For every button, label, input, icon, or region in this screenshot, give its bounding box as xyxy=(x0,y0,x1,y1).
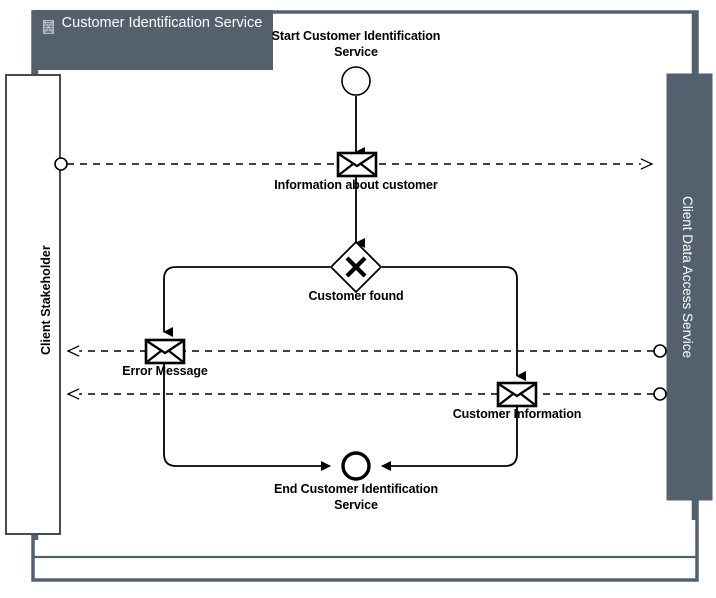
start-event[interactable] xyxy=(341,66,371,96)
service-collaboration-icon xyxy=(43,20,54,34)
end-event[interactable] xyxy=(341,451,371,481)
message-event-customer-information-label: Customer Information xyxy=(452,407,582,421)
pool-title: Customer Identification Service xyxy=(61,15,263,31)
participant-client-stakeholder[interactable] xyxy=(5,74,61,535)
message-flow-error-message[interactable] xyxy=(66,344,667,358)
gateway-customer-found-label: Customer found xyxy=(308,289,404,303)
end-event-label: End Customer Identification Service xyxy=(274,482,438,512)
message-event-information-about-customer[interactable] xyxy=(336,151,378,178)
pool-header[interactable] xyxy=(33,10,273,70)
message-event-error-message-label: Error Message xyxy=(122,364,208,378)
start-event-label: Start Customer Identification Service xyxy=(271,29,441,59)
sequence-flows xyxy=(163,96,526,471)
gateway-customer-found[interactable] xyxy=(329,240,383,294)
participant-label-client-data-access-service: Client Data Access Service xyxy=(680,196,695,359)
message-flow-customer-information[interactable] xyxy=(66,387,667,401)
message-event-customer-information[interactable] xyxy=(496,381,538,408)
participant-client-data-access-service[interactable] xyxy=(666,73,713,501)
message-event-information-about-customer-label: Information about customer xyxy=(274,178,438,192)
participant-label-client-stakeholder: Client Stakeholder xyxy=(39,245,53,355)
message-event-error-message[interactable] xyxy=(144,338,186,365)
